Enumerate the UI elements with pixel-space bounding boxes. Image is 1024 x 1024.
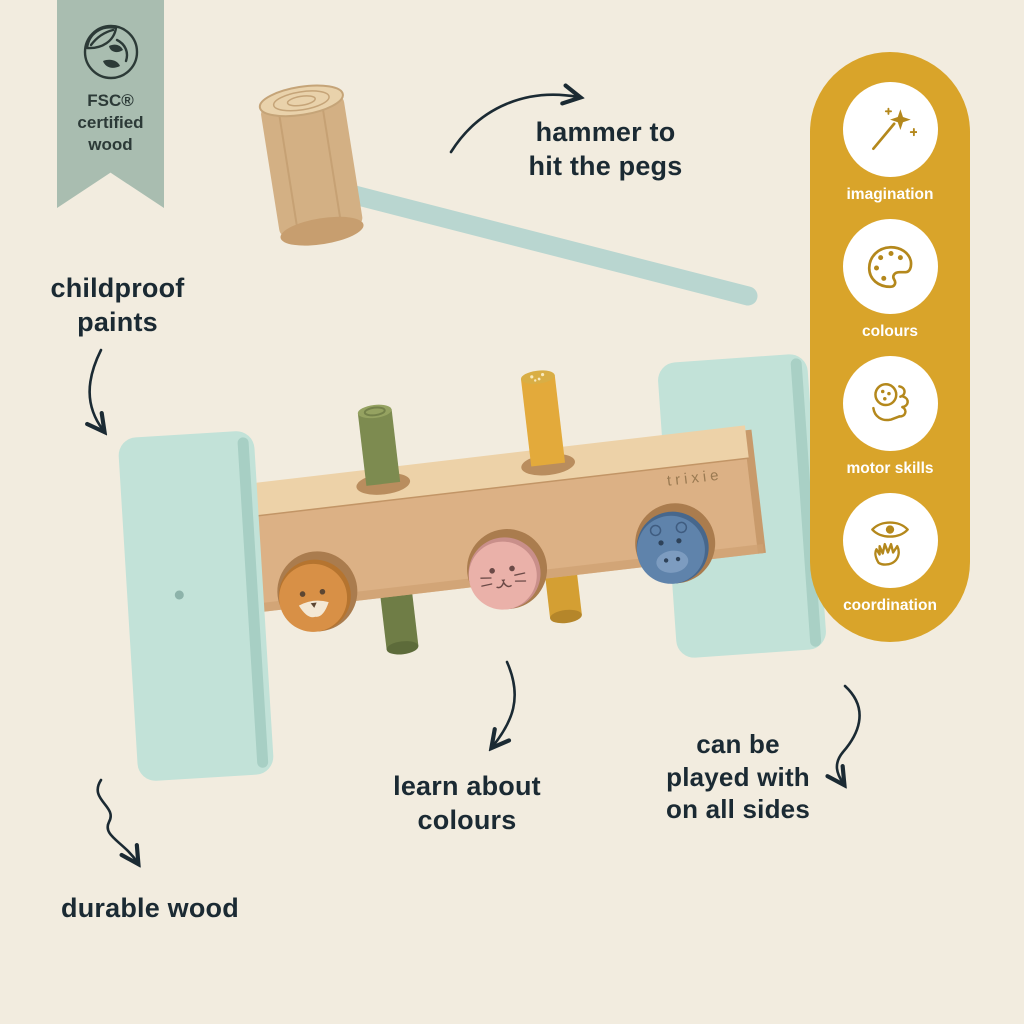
feature-circle bbox=[842, 82, 938, 177]
arrow-all-sides bbox=[837, 684, 861, 783]
feature-label: motor skills bbox=[846, 460, 934, 477]
arrow-learn-colours bbox=[493, 660, 516, 746]
fsc-label: FSC® bbox=[87, 91, 134, 110]
fox-peg bbox=[277, 551, 358, 632]
beam: trixie bbox=[224, 370, 766, 655]
hammer-bench-toy: trixie bbox=[118, 354, 826, 781]
feature-capsule: imagination colours bbox=[810, 52, 970, 642]
feature-circle bbox=[842, 356, 938, 451]
yellow-peg-top bbox=[520, 370, 566, 467]
feature-label: imagination bbox=[846, 186, 934, 203]
feature-imagination: imagination bbox=[842, 82, 938, 219]
feature-colours: colours bbox=[842, 219, 938, 356]
feature-motor-skills: motor skills bbox=[842, 356, 938, 493]
feature-coordination: coordination bbox=[842, 493, 938, 630]
hippo-peg bbox=[635, 503, 716, 584]
note-all-sides: can be played with on all sides bbox=[665, 729, 810, 824]
arrow-durable-wood bbox=[96, 778, 137, 862]
note-childproof-paints: childproof paints bbox=[50, 273, 185, 337]
note-learn-colours: learn about colours bbox=[393, 771, 541, 835]
paint-palette-icon bbox=[867, 245, 913, 288]
feature-circle bbox=[842, 219, 938, 314]
hammer-head bbox=[258, 84, 364, 246]
green-peg-top bbox=[357, 404, 401, 486]
yellow-peg-bottom bbox=[544, 570, 582, 624]
cat-peg bbox=[467, 529, 548, 610]
fsc-wood-label: wood bbox=[88, 134, 133, 154]
globe-leaf-icon bbox=[83, 24, 138, 80]
feature-label: coordination bbox=[843, 597, 937, 614]
magic-wand-icon bbox=[872, 107, 917, 150]
grasping-hand-icon bbox=[872, 382, 909, 421]
green-peg-bottom bbox=[380, 590, 419, 655]
note-durable-wood: durable wood bbox=[61, 893, 239, 923]
fsc-certified-label: certified bbox=[77, 112, 144, 132]
hammer-handle bbox=[325, 180, 758, 306]
brand-text: trixie bbox=[666, 466, 723, 489]
arrow-childproof-paints bbox=[90, 348, 103, 430]
arrow-hammer bbox=[449, 95, 578, 154]
note-hammer: hammer to hit the pegs bbox=[528, 117, 683, 181]
left-panel bbox=[118, 431, 274, 781]
feature-label: colours bbox=[862, 323, 918, 340]
eye-hand-icon bbox=[871, 520, 909, 566]
hammer-illustration bbox=[258, 84, 758, 306]
feature-circle bbox=[842, 493, 938, 588]
